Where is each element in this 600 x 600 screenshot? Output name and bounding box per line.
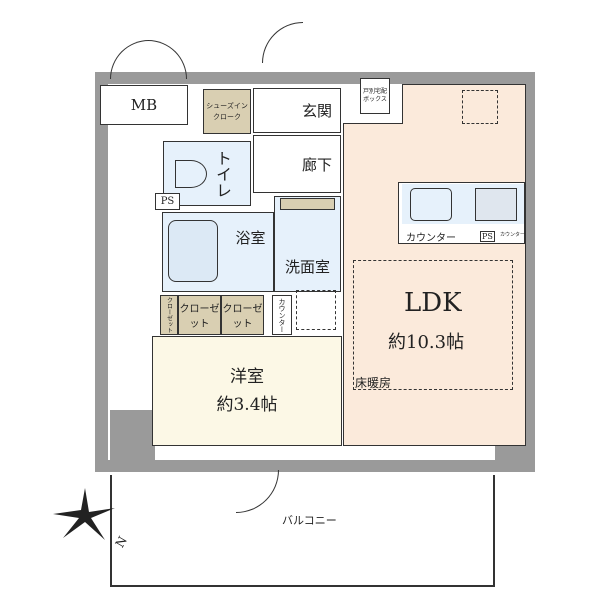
stove-icon <box>475 188 517 221</box>
closet-small-label: クローゼット <box>165 297 173 333</box>
western-room-label: 洋室 <box>230 367 264 387</box>
bath-label: 浴室 <box>235 228 266 247</box>
toilet-bowl-icon <box>175 160 207 188</box>
closet-small: クローゼット <box>160 295 178 335</box>
entrance: 玄関 <box>253 88 341 133</box>
closet-2: クローゼット <box>221 295 264 335</box>
balcony <box>110 475 495 587</box>
wash-counter: カウンター <box>272 295 292 335</box>
ceiling-unit-icon <box>462 90 498 124</box>
bathtub-icon <box>168 220 218 282</box>
kitchen-counter-label: カウンター <box>406 233 456 244</box>
sink-icon <box>410 188 452 221</box>
delivery-box: 戸別宅配ボックス <box>360 78 390 114</box>
floor-heating-area <box>353 260 513 390</box>
washer-pan-icon <box>296 290 336 330</box>
door-swing <box>148 40 187 79</box>
ps-shaft: PS <box>155 193 180 210</box>
compass-icon <box>53 488 115 540</box>
wall-corner <box>110 410 155 465</box>
wash-counter-label: カウンター <box>278 297 286 333</box>
kitchen-ps-label: PS <box>480 231 495 242</box>
hallway-label: 廊下 <box>301 155 332 174</box>
ldk-size: 約10.3帖 <box>388 332 465 353</box>
toilet-label: トイレ <box>213 149 232 198</box>
ldk <box>343 84 526 446</box>
mb-room: MB <box>100 85 188 125</box>
washroom-label: 洗面室 <box>284 258 330 276</box>
hallway: 廊下 <box>253 135 341 193</box>
shoe-closet-label: シューズインクローク <box>206 101 248 121</box>
closet-1: クローゼット <box>178 295 221 335</box>
entrance-label: 玄関 <box>301 102 332 120</box>
mb-label: MB <box>130 96 158 114</box>
door-swing <box>110 40 149 79</box>
western-room: 洋室 約3.4帖 <box>152 336 342 446</box>
closet-2-label: クローゼット <box>222 304 263 330</box>
ps-label: PS <box>160 196 175 207</box>
shoe-closet: シューズインクローク <box>203 89 251 134</box>
vanity-icon <box>280 198 335 210</box>
western-room-size: 約3.4帖 <box>216 395 278 415</box>
floor-heating-label: 床暖房 <box>355 376 392 390</box>
entrance-door <box>262 22 303 63</box>
washroom: 洗面室 <box>274 196 341 292</box>
closet-1-label: クローゼット <box>179 304 220 330</box>
balcony-label: バルコニー <box>282 514 337 527</box>
ldk-label: LDK <box>404 288 462 318</box>
delivery-box-label: 戸別宅配ボックス <box>362 88 387 103</box>
small-counter-label: カウンター <box>500 232 526 238</box>
